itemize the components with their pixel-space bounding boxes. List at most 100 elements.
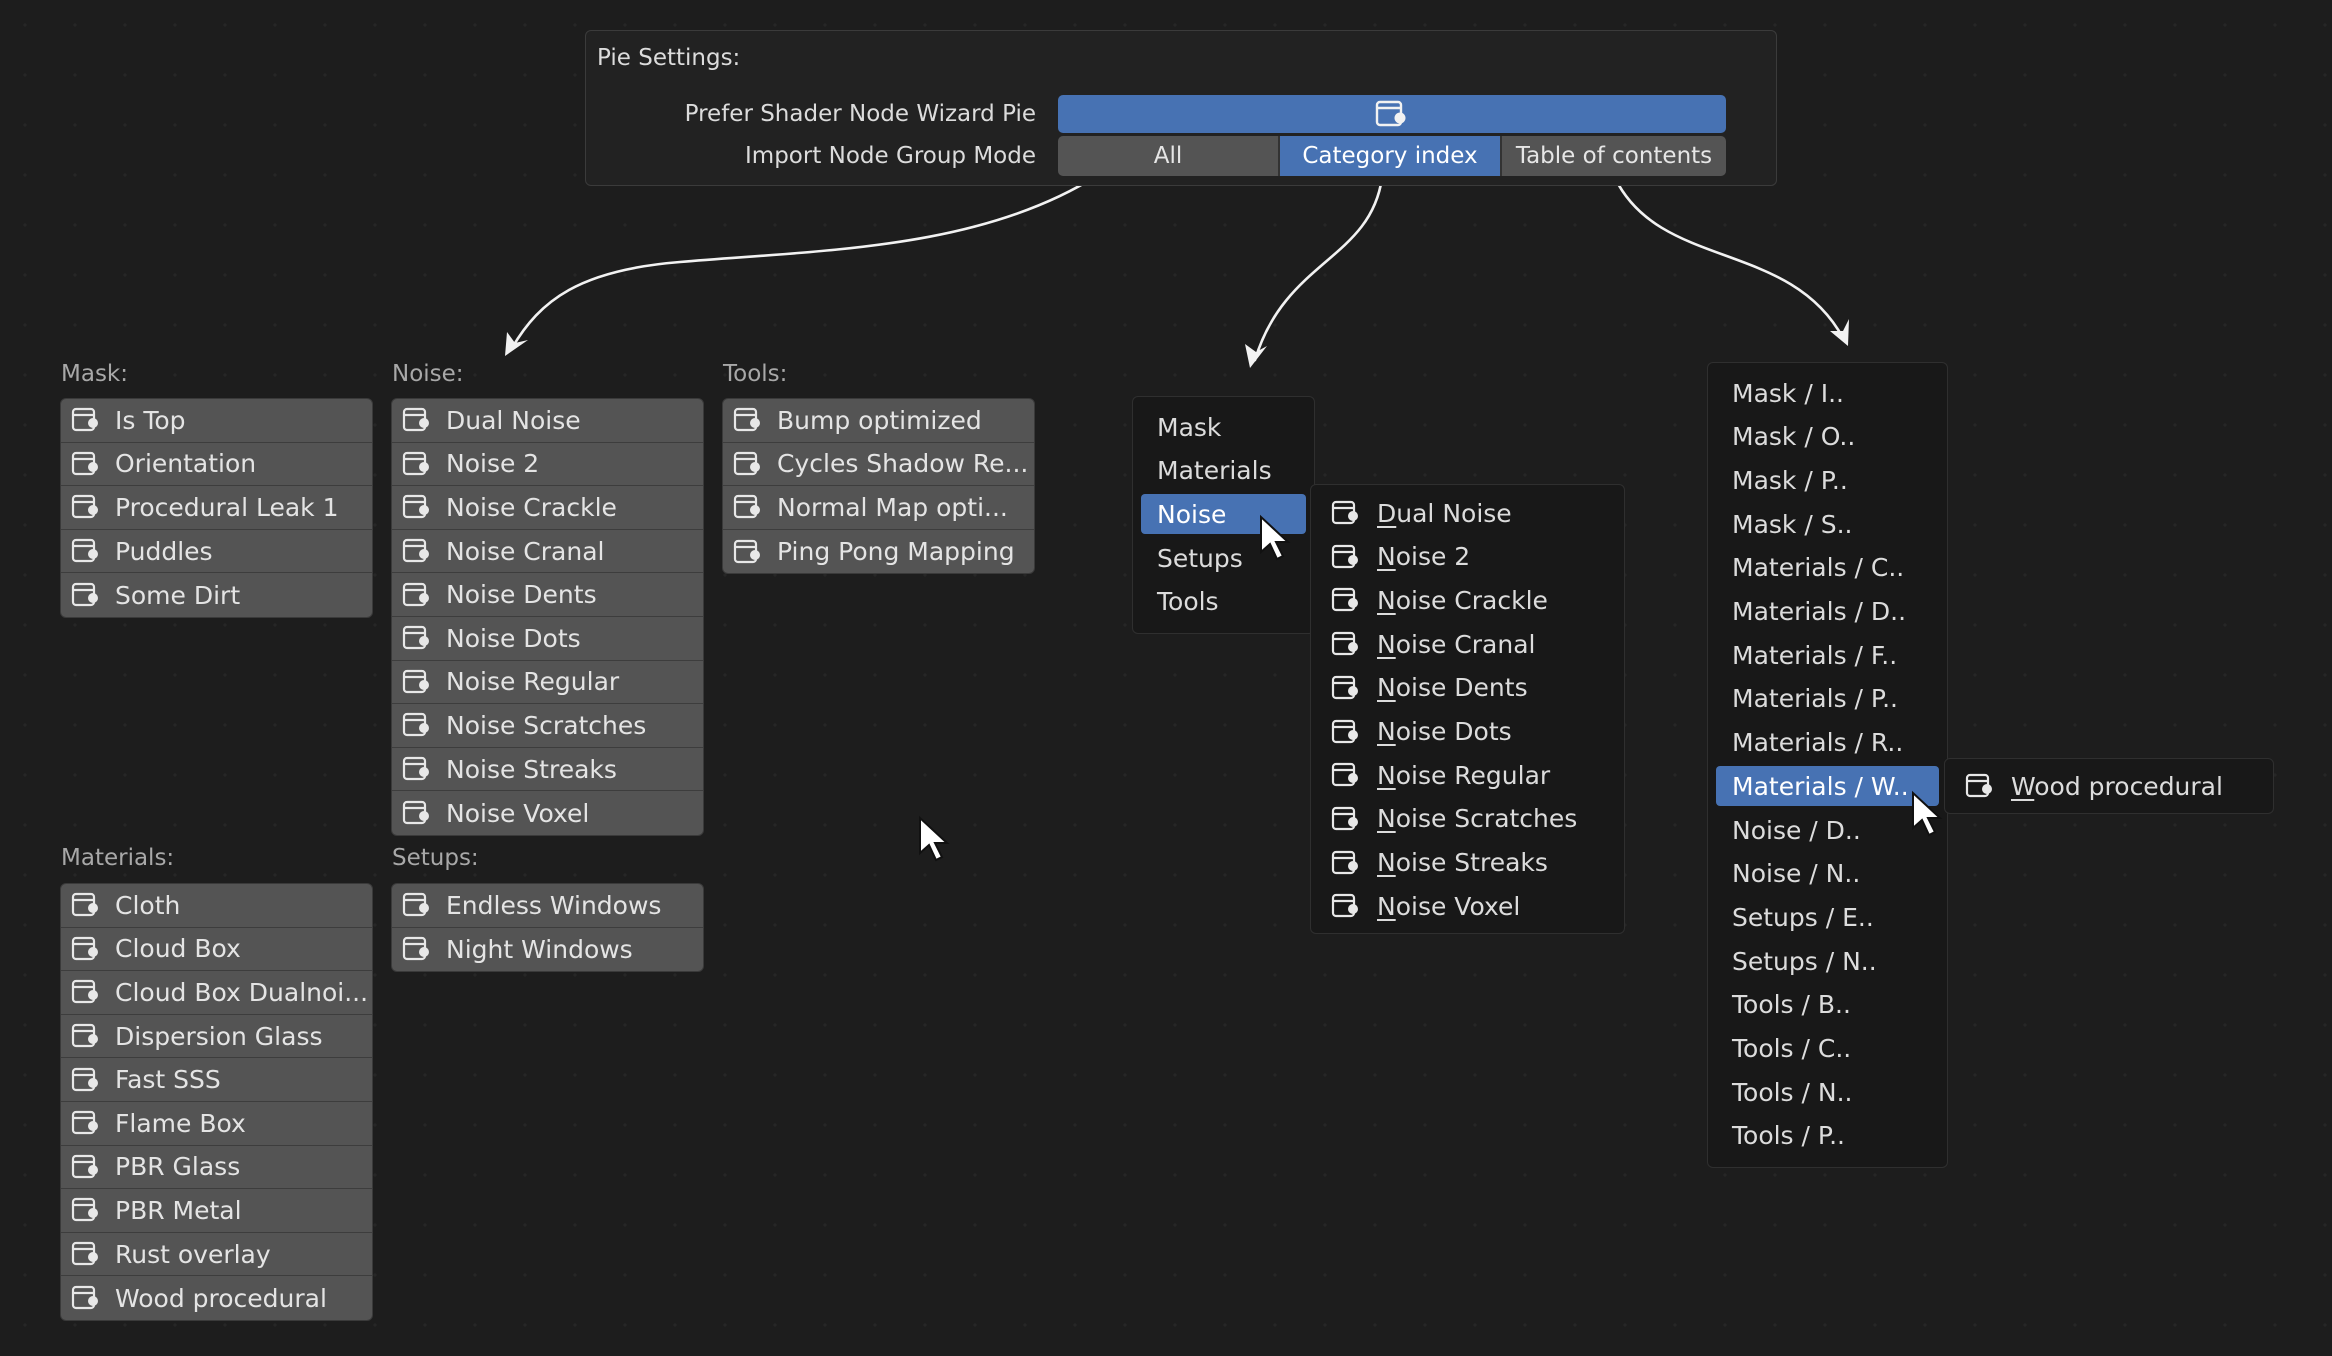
- toc-menu-item-materials-d[interactable]: Materials / D..: [1732, 597, 1907, 626]
- toc-menu-item-setups-n[interactable]: Setups / N..: [1732, 946, 1877, 976]
- toc-menu-item-setups-e[interactable]: Setups / E..: [1732, 902, 1874, 932]
- category-menu-item-tools[interactable]: Tools: [1157, 587, 1219, 617]
- node-group-label: Is Top: [115, 405, 186, 435]
- toc-menu-item-tools-c[interactable]: Tools / C..: [1732, 1034, 1852, 1063]
- node-group-button-noise-dents[interactable]: Noise Dents: [392, 573, 703, 617]
- node-group-icon: [733, 538, 763, 566]
- node-group-button-noise-scratches[interactable]: Noise Scratches: [392, 704, 703, 748]
- node-group-label: Some Dirt: [115, 580, 241, 610]
- toc-menu-item-noise-n[interactable]: Noise / N..: [1732, 859, 1861, 889]
- settings-title: Pie Settings:: [597, 45, 741, 71]
- category-submenu-item-noise-streaks[interactable]: Noise Streaks: [1311, 843, 1624, 883]
- node-group-icon: [71, 1153, 101, 1181]
- category-menu-item-mask[interactable]: Mask: [1157, 412, 1222, 442]
- node-group-button-rust-overlay[interactable]: Rust overlay: [61, 1233, 372, 1277]
- node-group-icon: [71, 935, 101, 963]
- node-group-label: Noise Voxel: [446, 798, 590, 828]
- toc-menu-item-tools-b[interactable]: Tools / B..: [1732, 990, 1851, 1020]
- mode-table-of-contents-button[interactable]: Table of contents: [1502, 136, 1726, 176]
- node-group-button-noise-regular[interactable]: Noise Regular: [392, 661, 703, 705]
- node-group-button-noise-crackle[interactable]: Noise Crackle: [392, 486, 703, 530]
- node-group-button-dispersion-glass[interactable]: Dispersion Glass: [61, 1015, 372, 1059]
- node-group-button-procedural-leak-1[interactable]: Procedural Leak 1: [61, 486, 372, 530]
- toc-menu-item-noise-d[interactable]: Noise / D..: [1732, 815, 1861, 845]
- category-submenu-item-noise-regular[interactable]: Noise Regular: [1311, 755, 1624, 795]
- toc-menu-item-materials-c[interactable]: Materials / C..: [1732, 553, 1905, 583]
- submenu-item-label: Noise Voxel: [1377, 891, 1521, 921]
- node-group-icon: [71, 1240, 101, 1268]
- node-group-button-is-top[interactable]: Is Top: [61, 399, 372, 443]
- category-submenu-item-noise-crackle[interactable]: Noise Crackle: [1311, 580, 1624, 620]
- node-group-label: Cloth: [115, 890, 181, 920]
- category-menu-item-setups[interactable]: Setups: [1157, 543, 1243, 573]
- prefer-pie-toggle[interactable]: [1058, 95, 1726, 133]
- node-group-button-normal-map-opti[interactable]: Normal Map opti...: [723, 486, 1034, 530]
- node-group-icon: [402, 935, 432, 963]
- node-group-button-night-windows[interactable]: Night Windows: [392, 928, 703, 972]
- node-group-button-bump-optimized[interactable]: Bump optimized: [723, 399, 1034, 443]
- node-group-button-cycles-shadow-re[interactable]: Cycles Shadow Re...: [723, 443, 1034, 487]
- node-group-button-orientation[interactable]: Orientation: [61, 443, 372, 487]
- submenu-item-label: Noise Scratches: [1377, 804, 1578, 834]
- node-group-button-pbr-glass[interactable]: PBR Glass: [61, 1146, 372, 1190]
- submenu-item-label: Noise Cranal: [1377, 629, 1536, 659]
- node-group-label: Ping Pong Mapping: [777, 537, 1015, 567]
- category-submenu-item-noise-2[interactable]: Noise 2: [1311, 537, 1624, 577]
- node-group-icon: [402, 711, 432, 739]
- mouse-cursor-icon: [1912, 790, 1943, 837]
- category-submenu-item-noise-dots[interactable]: Noise Dots: [1311, 712, 1624, 752]
- toc-menu-item-materials-w[interactable]: Materials / W..: [1716, 766, 1939, 807]
- node-group-button-ping-pong-mapping[interactable]: Ping Pong Mapping: [723, 530, 1034, 574]
- toc-menu-item-tools-n[interactable]: Tools / N..: [1732, 1077, 1853, 1107]
- mode-category-index-button[interactable]: Category index: [1280, 136, 1502, 176]
- toc-menu-item-mask-o[interactable]: Mask / O..: [1732, 422, 1856, 452]
- toc-menu-item-materials-p[interactable]: Materials / P..: [1732, 684, 1898, 714]
- toc-menu-item-materials-f[interactable]: Materials / F..: [1732, 640, 1898, 670]
- toc-menu-item-mask-i[interactable]: Mask / I..: [1732, 378, 1844, 408]
- node-group-label: Night Windows: [446, 934, 633, 964]
- submenu-item-label: Dual Noise: [1377, 498, 1512, 528]
- toc-submenu-item-wood-procedural[interactable]: Wood procedural: [1945, 766, 2273, 806]
- category-submenu-item-dual-noise[interactable]: Dual Noise: [1311, 493, 1624, 533]
- mouse-cursor-icon: [919, 815, 950, 862]
- node-group-label: Fast SSS: [115, 1065, 221, 1095]
- toc-menu-item-mask-s[interactable]: Mask / S..: [1732, 509, 1853, 539]
- node-group-button-flame-box[interactable]: Flame Box: [61, 1102, 372, 1146]
- node-group-button-noise-streaks[interactable]: Noise Streaks: [392, 748, 703, 792]
- node-group-button-noise-dots[interactable]: Noise Dots: [392, 617, 703, 661]
- category-submenu-item-noise-voxel[interactable]: Noise Voxel: [1311, 886, 1624, 926]
- mode-all-button[interactable]: All: [1058, 136, 1280, 176]
- node-group-button-cloud-box-dualnoi[interactable]: Cloud Box Dualnoi...: [61, 971, 372, 1015]
- node-group-icon: [402, 799, 432, 827]
- node-group-button-puddles[interactable]: Puddles: [61, 530, 372, 574]
- node-group-label: Cloud Box: [115, 934, 241, 964]
- node-group-label: Procedural Leak 1: [115, 492, 339, 522]
- node-group-button-wood-procedural[interactable]: Wood procedural: [61, 1276, 372, 1320]
- setups-column-title: Setups:: [392, 845, 479, 871]
- node-group-icon: [402, 493, 432, 521]
- node-group-button-cloud-box[interactable]: Cloud Box: [61, 928, 372, 972]
- node-group-button-noise-voxel[interactable]: Noise Voxel: [392, 791, 703, 835]
- toc-menu-item-materials-r[interactable]: Materials / R..: [1732, 728, 1904, 758]
- category-submenu-item-noise-dents[interactable]: Noise Dents: [1311, 668, 1624, 708]
- category-submenu-item-noise-cranal[interactable]: Noise Cranal: [1311, 624, 1624, 664]
- category-menu-item-noise[interactable]: Noise: [1141, 494, 1306, 535]
- node-group-button-fast-sss[interactable]: Fast SSS: [61, 1058, 372, 1102]
- node-group-label: Bump optimized: [777, 405, 982, 435]
- node-group-button-some-dirt[interactable]: Some Dirt: [61, 573, 372, 617]
- toc-menu-item-mask-p[interactable]: Mask / P..: [1732, 465, 1848, 495]
- import-mode-selector: All Category index Table of contents: [1058, 136, 1726, 176]
- node-group-label: Orientation: [115, 449, 257, 479]
- node-group-button-pbr-metal[interactable]: PBR Metal: [61, 1189, 372, 1233]
- toc-menu-item-tools-p[interactable]: Tools / P..: [1732, 1121, 1845, 1151]
- node-group-button-endless-windows[interactable]: Endless Windows: [392, 884, 703, 928]
- node-group-button-cloth[interactable]: Cloth: [61, 884, 372, 928]
- category-menu-item-materials[interactable]: Materials: [1157, 456, 1272, 486]
- node-group-button-noise-cranal[interactable]: Noise Cranal: [392, 530, 703, 574]
- node-group-button-noise-2[interactable]: Noise 2: [392, 443, 703, 487]
- category-submenu-item-noise-scratches[interactable]: Noise Scratches: [1311, 799, 1624, 839]
- node-group-button-dual-noise[interactable]: Dual Noise: [392, 399, 703, 443]
